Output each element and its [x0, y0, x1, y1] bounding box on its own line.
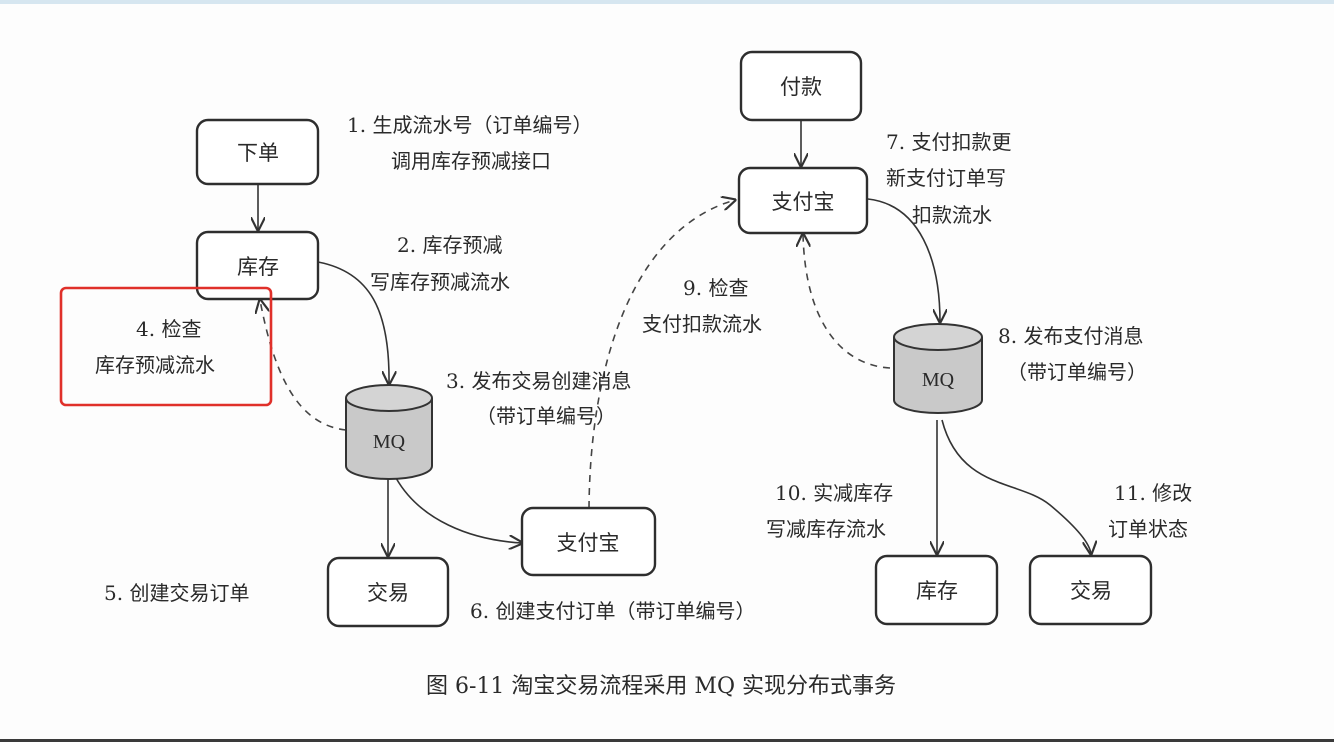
figure-caption: 图 6-11 淘宝交易流程采用 MQ 实现分布式事务	[426, 674, 896, 699]
edge-mq-check-inventory	[260, 300, 347, 431]
node-payment: 付款	[739, 50, 863, 122]
step11-line2: 订单状态	[1108, 517, 1188, 541]
step2-line1: 2. 库存预减	[397, 233, 502, 257]
top-strip	[0, 0, 1334, 4]
edge-mq-to-alipay	[395, 477, 522, 543]
svg-text:交易: 交易	[1070, 579, 1112, 603]
svg-text:MQ: MQ	[373, 431, 406, 453]
node-alipay-top: 支付宝	[737, 166, 869, 235]
node-inventory-bottom: 库存	[874, 554, 999, 626]
step9-line1: 9. 检查	[683, 276, 748, 300]
svg-text:支付宝: 支付宝	[557, 531, 620, 555]
edge-inventory-to-mq	[317, 261, 389, 384]
step8-line2: （带订单编号）	[1007, 360, 1147, 384]
step7-line2: 新支付订单写	[886, 166, 1006, 190]
step4-line1: 4. 检查	[136, 317, 201, 341]
node-trade-left: 交易	[326, 556, 450, 628]
step9-line2: 支付扣款流水	[642, 312, 762, 336]
node-alipay-bottom: 支付宝	[520, 506, 657, 577]
svg-text:下单: 下单	[237, 141, 279, 165]
svg-text:MQ: MQ	[922, 369, 955, 391]
step4-line2: 库存预减流水	[95, 353, 215, 377]
svg-text:库存: 库存	[916, 579, 958, 603]
bottom-divider	[0, 739, 1334, 742]
edge-alipay-to-mq	[867, 198, 940, 322]
node-inventory-top: 库存	[195, 230, 320, 301]
step3-line1: 3. 发布交易创建消息	[446, 369, 631, 393]
step4-highlight: 4. 检查 库存预减流水	[59, 286, 273, 407]
node-mq-left: MQ	[345, 384, 433, 480]
step7-line1: 7. 支付扣款更	[886, 130, 1011, 154]
svg-text:支付宝: 支付宝	[772, 190, 835, 214]
step2-line2: 写库存预减流水	[370, 270, 510, 294]
step1-line2: 调用库存预减接口	[391, 149, 551, 173]
edge-mq-check-alipay	[803, 234, 891, 369]
step11-line1: 11. 修改	[1114, 481, 1192, 505]
node-order: 下单	[195, 118, 320, 186]
svg-text:库存: 库存	[237, 255, 279, 279]
edge-alipay-check-payment	[588, 200, 735, 509]
node-trade-right: 交易	[1028, 554, 1153, 626]
step3-line2: （带订单编号）	[476, 404, 616, 428]
svg-text:交易: 交易	[367, 581, 409, 605]
node-mq-right: MQ	[893, 323, 983, 414]
step5: 5. 创建交易订单	[104, 581, 249, 605]
step10-line1: 10. 实减库存	[775, 481, 893, 505]
step10-line2: 写减库存流水	[766, 517, 886, 541]
step8-line1: 8. 发布支付消息	[998, 324, 1143, 348]
step1-line1: 1. 生成流水号（订单编号）	[347, 113, 592, 137]
step7-line3: 扣款流水	[912, 203, 992, 227]
edge-mq-to-trade-right	[941, 419, 1091, 554]
step6: 6. 创建支付订单（带订单编号）	[470, 599, 755, 623]
svg-text:付款: 付款	[780, 75, 822, 99]
